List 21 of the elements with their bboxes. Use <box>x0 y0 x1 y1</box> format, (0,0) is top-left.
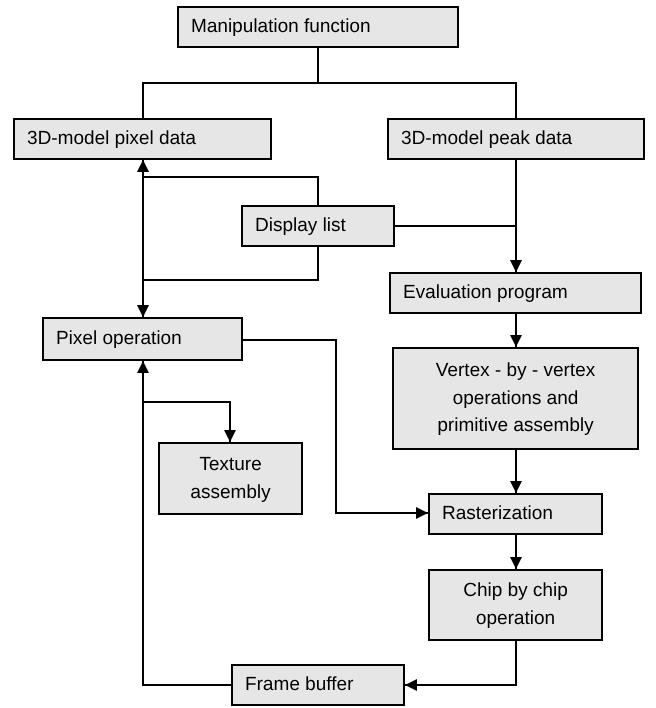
process-box: Manipulation function <box>177 6 459 48</box>
arrow <box>510 314 522 347</box>
process-box: 3D-model peak data <box>387 118 645 160</box>
process-box: Display list <box>241 205 395 247</box>
arrow <box>137 247 319 317</box>
process-box: Frame buffer <box>231 664 405 706</box>
process-box: Texture assembly <box>158 442 303 515</box>
process-box: Pixel operation <box>42 317 243 361</box>
process-box: Rasterization <box>428 493 603 535</box>
arrow <box>510 535 522 569</box>
connector-line <box>317 48 517 118</box>
arrow <box>510 450 522 493</box>
process-box: Evaluation program <box>389 272 642 314</box>
arrow <box>243 339 428 519</box>
process-box: Chip by chip operation <box>428 569 603 641</box>
arrow <box>405 641 517 691</box>
process-box: Vertex - by - vertex operations and primitive assembly <box>392 347 639 450</box>
arrow <box>142 401 236 686</box>
process-box: 3D-model pixel data <box>13 118 272 160</box>
arrow <box>137 160 319 205</box>
arrow <box>395 225 522 272</box>
